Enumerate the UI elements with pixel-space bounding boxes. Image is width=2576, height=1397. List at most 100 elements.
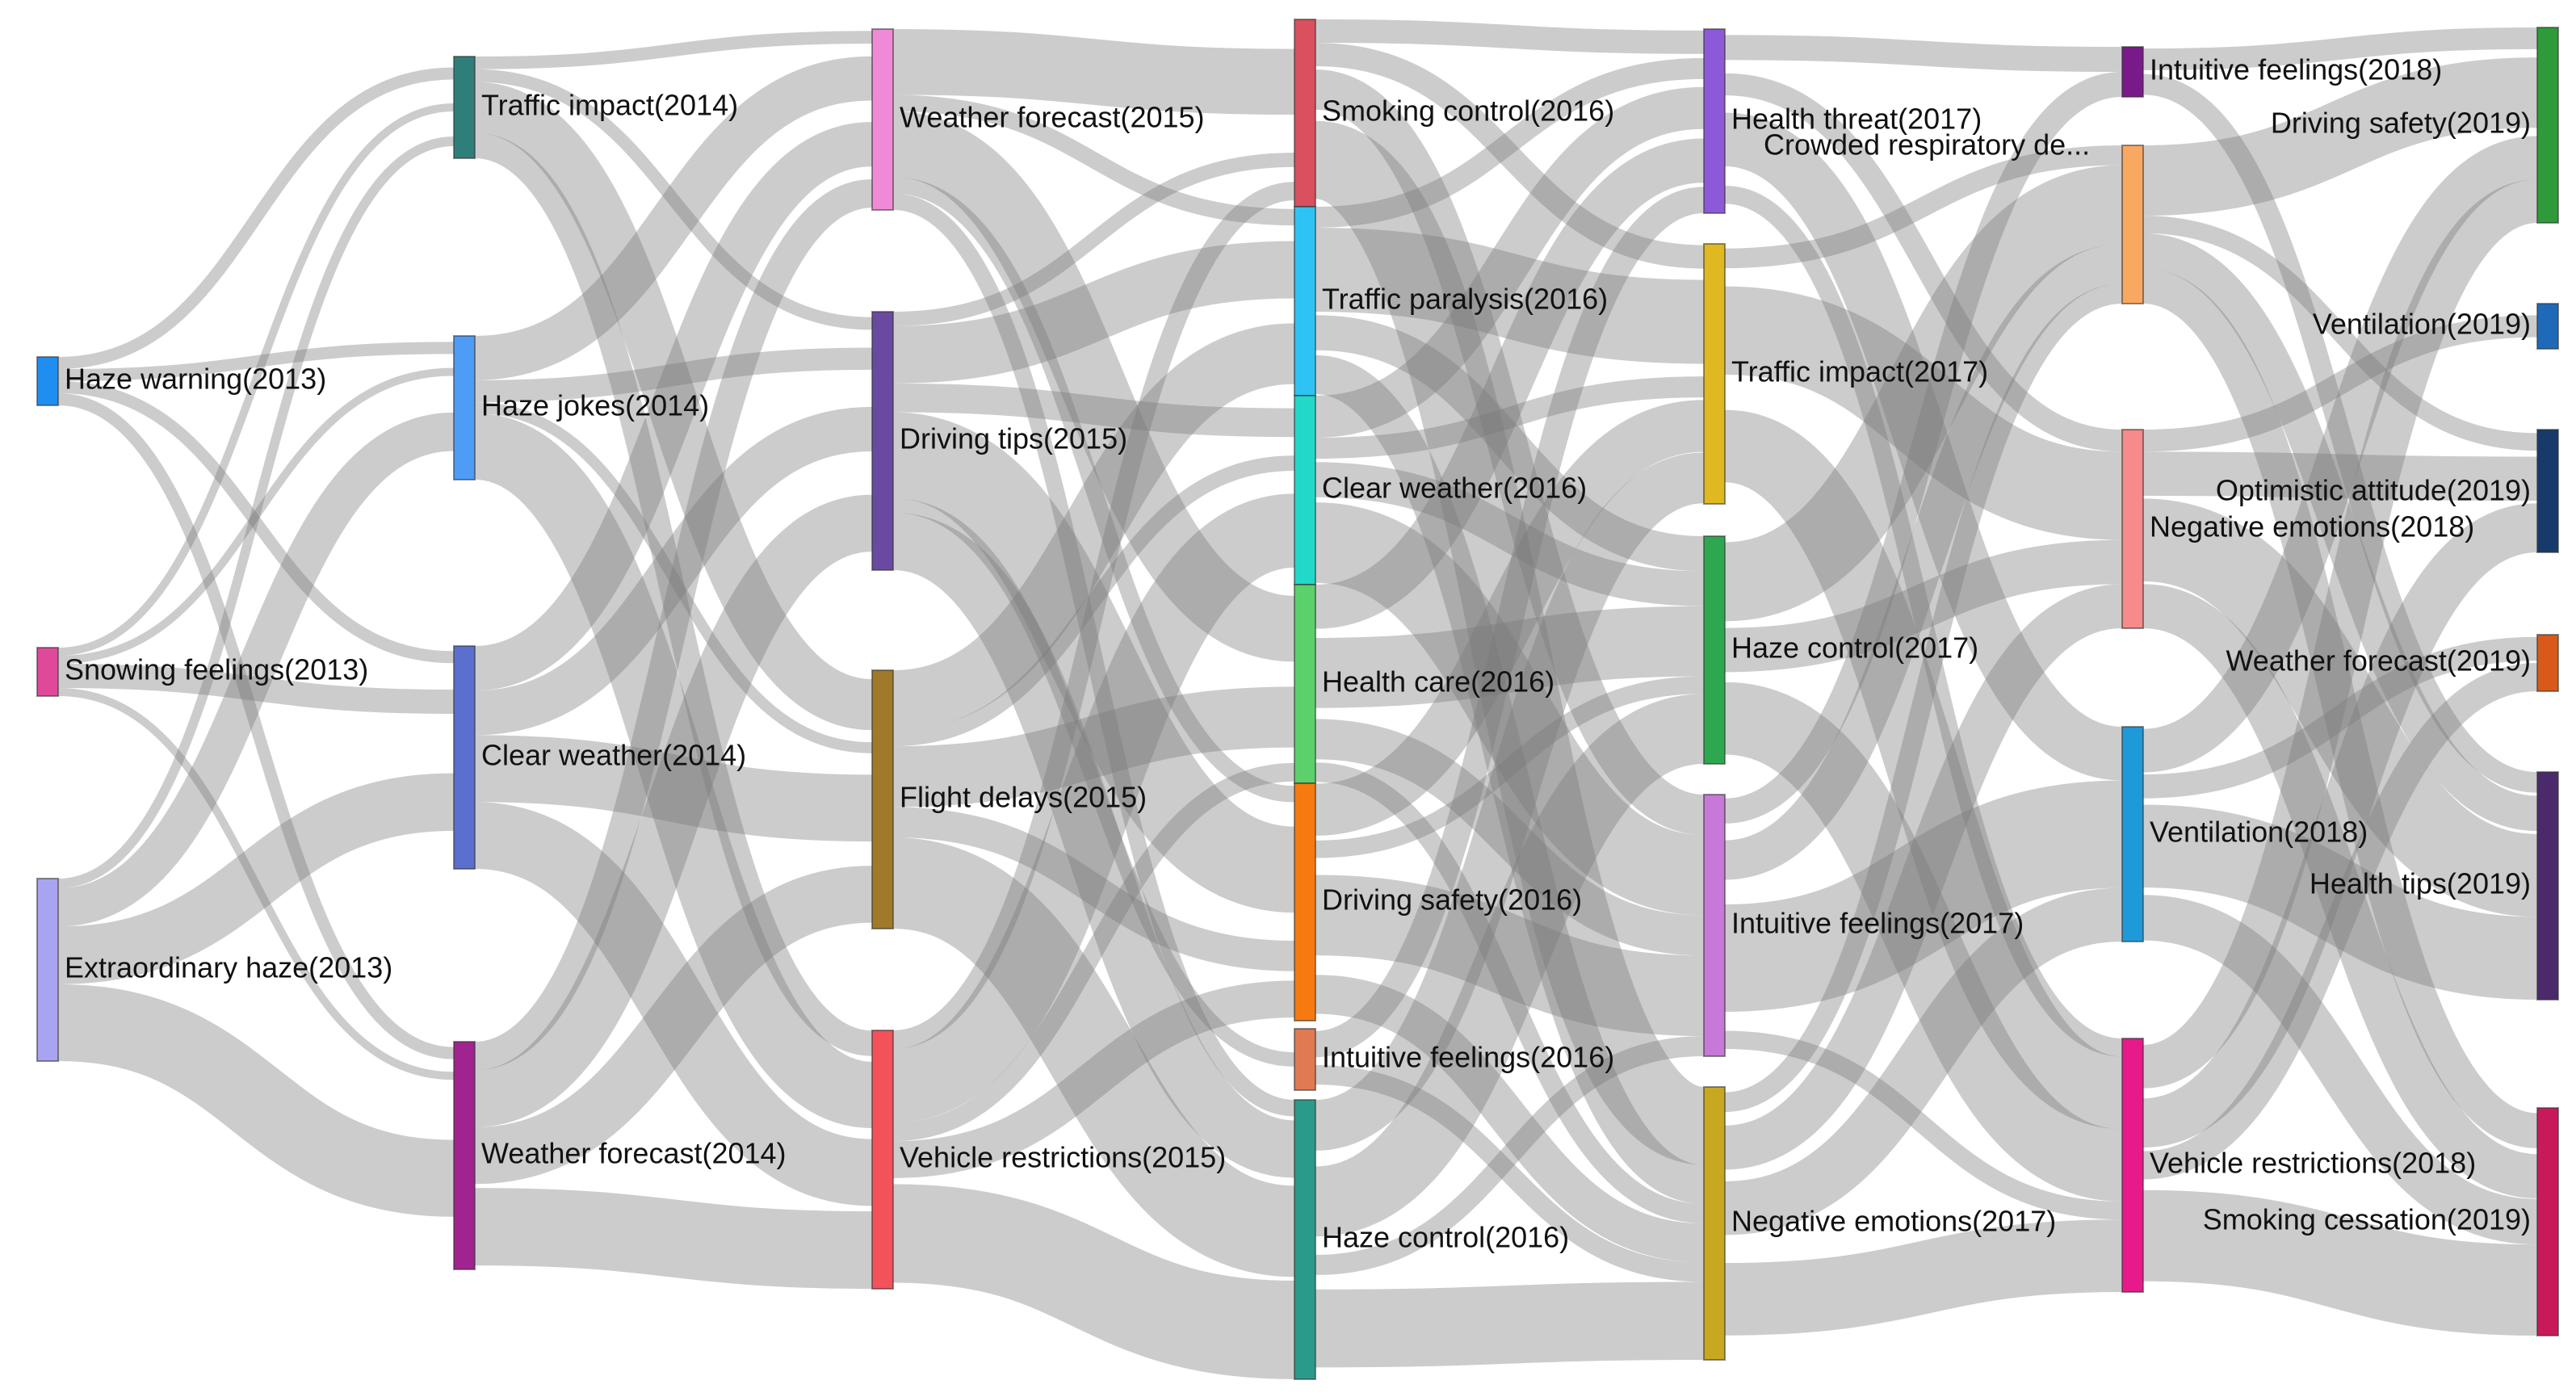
link-weather-forecast-2014-to-vehicle-restrictions-2015 [474,1188,873,1289]
link-haze-jokes-2014-to-driving-tips-2015 [474,347,873,403]
link-clear-weather-2016-to-health-threat-2017 [1315,86,1705,438]
link-weather-forecast-2015-to-smoking-control-2016 [892,29,1295,115]
label-vehicle-restrictions-2018: Vehicle restrictions(2018) [2150,1147,2476,1180]
node-ventilation-2019 [2536,303,2559,350]
node-optimistic-attitude-2019 [2536,429,2559,553]
node-driving-tips-2015 [871,311,894,571]
link-driving-tips-2015-to-driving-safety-2016 [891,412,1297,913]
link-driving-safety-2016-to-negative-emotions-2017 [1315,975,1705,1263]
link-flight-delays-2015-to-haze-control-2016 [891,837,1297,1277]
link-clear-weather-2016-to-intuitive-feelings-2017 [1313,502,1706,916]
label-haze-control-2017: Haze control(2017) [1731,631,1978,665]
link-driving-safety-2016-to-intuitive-feelings-2017 [1315,875,1705,1037]
link-intuitive-feelings-2018-to-driving-safety-2019 [2142,27,2538,70]
link-health-threat-2017-to-vehicle-restrictions-2018 [1724,185,2123,1057]
link-crowded-respiratory-de-to-health-tips-2019 [2142,233,2539,832]
node-snowing-feelings-2013 [36,647,59,697]
label-flight-delays-2015: Flight delays(2015) [900,781,1147,814]
link-vehicle-restrictions-2018-to-optimistic-attitude-2019 [2142,503,2539,1148]
node-extraordinary-haze-2013 [36,878,59,1062]
link-health-threat-2017-to-ventilation-2018 [1722,112,2125,781]
link-extraordinary-haze-2013-to-traffic-impact-2014 [57,136,455,888]
link-extraordinary-haze-2013-to-weather-forecast-2014 [57,984,455,1217]
link-vehicle-restrictions-2015-to-smoking-control-2016 [892,182,1295,1049]
link-haze-warning-2013-to-traffic-impact-2014 [57,67,455,369]
link-haze-warning-2013-to-haze-jokes-2014 [57,342,455,381]
node-traffic-impact-2017 [1703,243,1726,505]
link-haze-warning-2013-to-clear-weather-2014 [57,381,455,664]
link-vehicle-restrictions-2015-to-clear-weather-2016 [890,493,1298,1123]
sankey-labels: Haze warning(2013) Snowing feelings(2013)… [65,53,2531,1254]
label-weather-forecast-2015: Weather forecast(2015) [900,101,1205,134]
link-traffic-paralysis-2016-to-traffic-impact-2017 [1315,228,1705,364]
link-intuitive-feelings-2016-to-negative-emotions-2017 [1315,1064,1705,1282]
node-driving-safety-2016 [1294,782,1316,1022]
link-negative-emotions-2017-to-negative-emotions-2018 [1723,584,2124,1170]
link-clear-weather-2014-to-flight-delays-2015 [474,735,873,842]
link-clear-weather-2014-to-driving-tips-2015 [474,406,873,736]
link-intuitive-feelings-2017-to-intuitive-feelings-2018 [1724,72,2123,824]
link-clear-weather-2014-to-weather-forecast-2015 [473,121,874,691]
node-haze-control-2016 [1294,1099,1316,1380]
link-intuitive-feelings-2017-to-crowded-respiratory-de [1723,244,2124,880]
label-vehicle-restrictions-2015: Vehicle restrictions(2015) [900,1141,1226,1174]
link-health-threat-2017-to-negative-emotions-2018 [1724,73,2123,452]
link-health-care-2016-to-negative-emotions-2017 [1315,762,1705,1224]
link-flight-delays-2015-to-driving-safety-2016 [892,807,1295,971]
link-negative-emotions-2018-to-health-tips-2019 [2141,498,2540,917]
link-crowded-respiratory-de-to-driving-safety-2019 [2142,57,2538,216]
link-flight-delays-2015-to-health-care-2016 [892,686,1295,808]
node-intuitive-feelings-2018 [2121,46,2144,98]
label-weather-forecast-2014: Weather forecast(2014) [481,1137,787,1170]
link-snowing-feelings-2013-to-haze-jokes-2014 [57,367,455,664]
link-health-care-2016-to-intuitive-feelings-2017 [1315,719,1705,956]
link-intuitive-feelings-2017-to-vehicle-restrictions-2018 [1724,1030,2123,1220]
link-extraordinary-haze-2013-to-haze-jokes-2014 [57,412,455,927]
link-weather-forecast-2015-to-health-care-2016 [891,111,1297,662]
node-weather-forecast-2015 [871,28,894,211]
label-smoking-cessation-2019: Smoking cessation(2019) [2203,1203,2531,1236]
label-health-tips-2019: Health tips(2019) [2310,867,2531,900]
label-haze-warning-2013: Haze warning(2013) [65,363,326,396]
link-weather-forecast-2015-to-driving-safety-2016 [892,177,1295,803]
node-negative-emotions-2018 [2121,429,2144,629]
link-traffic-impact-2014-to-flight-delays-2015 [472,82,875,731]
link-intuitive-feelings-2018-to-health-tips-2019 [2142,73,2538,793]
label-smoking-control-2016: Smoking control(2016) [1322,94,1614,128]
link-intuitive-feelings-2017-to-ventilation-2018 [1724,780,2123,1012]
label-crowded-respiratory-de: Crowded respiratory de... [1764,128,2090,162]
link-traffic-paralysis-2016-to-health-threat-2017 [1315,57,1705,228]
node-haze-warning-2013 [36,356,59,406]
link-driving-tips-2015-to-traffic-paralysis-2016 [892,241,1295,384]
link-driving-tips-2015-to-intuitive-feelings-2016 [892,498,1295,1067]
link-haze-warning-2013-to-weather-forecast-2014 [57,393,455,1059]
link-intuitive-feelings-2016-to-health-threat-2017 [1314,187,1705,1058]
link-snowing-feelings-2013-to-traffic-impact-2014 [57,103,455,656]
label-snowing-feelings-2013: Snowing feelings(2013) [65,653,368,686]
link-haze-jokes-2014-to-weather-forecast-2015 [474,56,873,380]
link-crowded-respiratory-de-to-optimistic-attitude-2019 [2142,216,2538,451]
node-clear-weather-2016 [1294,395,1316,585]
link-crowded-respiratory-de-to-smoking-cessation-2019 [2142,268,2539,1148]
link-traffic-paralysis-2016-to-negative-emotions-2017 [1314,354,1705,1204]
label-traffic-paralysis-2016: Traffic paralysis(2016) [1322,283,1608,316]
link-negative-emotions-2017-to-ventilation-2018 [1724,887,2123,1235]
label-haze-jokes-2014: Haze jokes(2014) [481,389,709,422]
node-clear-weather-2014 [453,645,476,870]
node-weather-forecast-2014 [453,1041,476,1270]
link-ventilation-2018-to-driving-safety-2019 [2142,136,2539,773]
link-smoking-control-2016-to-intuitive-feelings-2017 [1314,69,1705,835]
link-clear-weather-2016-to-haze-control-2017 [1315,462,1705,606]
link-traffic-impact-2014-to-driving-tips-2015 [474,69,873,330]
link-haze-control-2016-to-traffic-impact-2017 [1313,452,1706,1151]
link-vehicle-restrictions-2015-to-health-care-2016 [892,762,1295,1142]
link-traffic-impact-2017-to-crowded-respiratory-de [1724,145,2123,269]
link-ventilation-2018-to-health-tips-2019 [2142,804,2538,1001]
label-haze-control-2016: Haze control(2016) [1322,1221,1569,1254]
link-haze-control-2017-to-crowded-respiratory-de [1722,165,2125,622]
link-smoking-control-2016-to-health-threat-2017 [1315,19,1705,54]
node-vehicle-restrictions-2015 [871,1030,894,1290]
node-flight-delays-2015 [871,669,894,929]
link-traffic-impact-2014-to-weather-forecast-2015 [474,31,873,69]
